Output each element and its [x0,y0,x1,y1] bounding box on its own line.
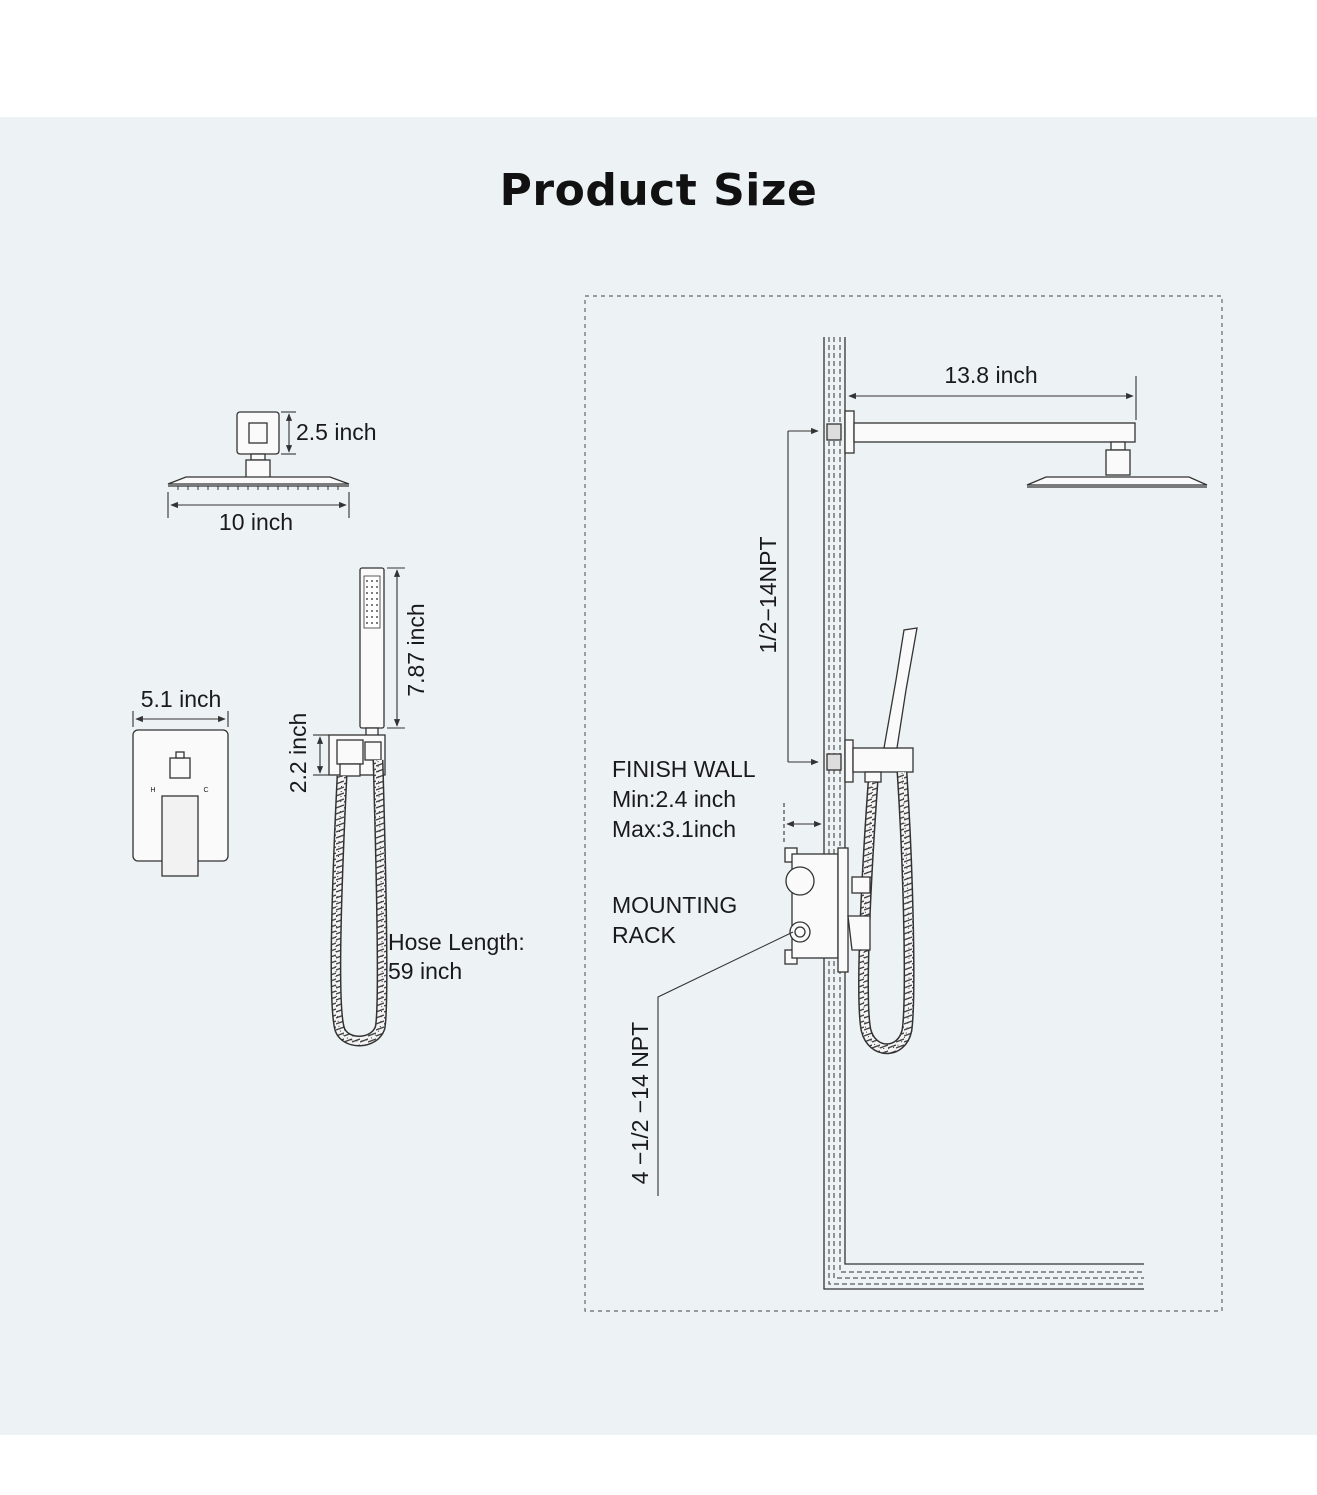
inlet-leader-line [657,931,794,1196]
shower-arm-drawing [826,410,1208,488]
page-title: Product Size [499,165,818,216]
valve-plate-width-label: 5.1 inch [141,686,222,712]
hand-shower-length-label: 7.87 inch [403,603,429,696]
arm-length-label: 13.8 inch [944,362,1037,388]
rain-head-height-label: 2.5 inch [296,419,377,445]
mounting-rack-label: MOUNTING [612,892,737,918]
holder-height-dimension [313,734,329,776]
pipe-thread-label: 1/2−14NPT [755,537,781,654]
hot-marker: H [150,787,155,794]
hose-length-label: Hose Length: [388,929,525,955]
hand-shower-drawing [328,567,386,777]
holder-height-label: 2.2 inch [285,713,311,794]
mounting-rack-label-2: RACK [612,922,677,948]
finish-wall-label: FINISH WALL [612,756,756,782]
finish-wall-min: Min:2.4 inch [612,786,736,812]
installed-hand-shower [826,627,918,783]
hand-shower-hose-ribs [335,759,383,1042]
arm-length-dimension [848,376,1137,420]
inlet-thread-label: 4 −1/2 −14 NPT [627,1022,653,1184]
wall-lines [823,337,1144,1290]
rain-head-height-dimension [281,411,296,455]
pipe-thread-dimension [787,427,819,766]
valve-plate-width-dimension [132,711,229,727]
cold-marker: C [203,787,208,794]
finish-wall-dimension [783,803,822,845]
finish-wall-max: Max:3.1inch [612,816,736,842]
hand-shower-length-dimension [387,567,405,729]
rain-head-width-label: 10 inch [219,509,293,535]
hose-length-value: 59 inch [388,958,462,984]
hand-shower-hose [331,759,387,1045]
valve-plate-drawing [132,729,229,877]
rain-head-width-dimension [167,492,350,518]
installation-frame [584,295,1223,1312]
mounting-rack-drawing [784,847,871,973]
rain-head-drawing [167,411,350,490]
